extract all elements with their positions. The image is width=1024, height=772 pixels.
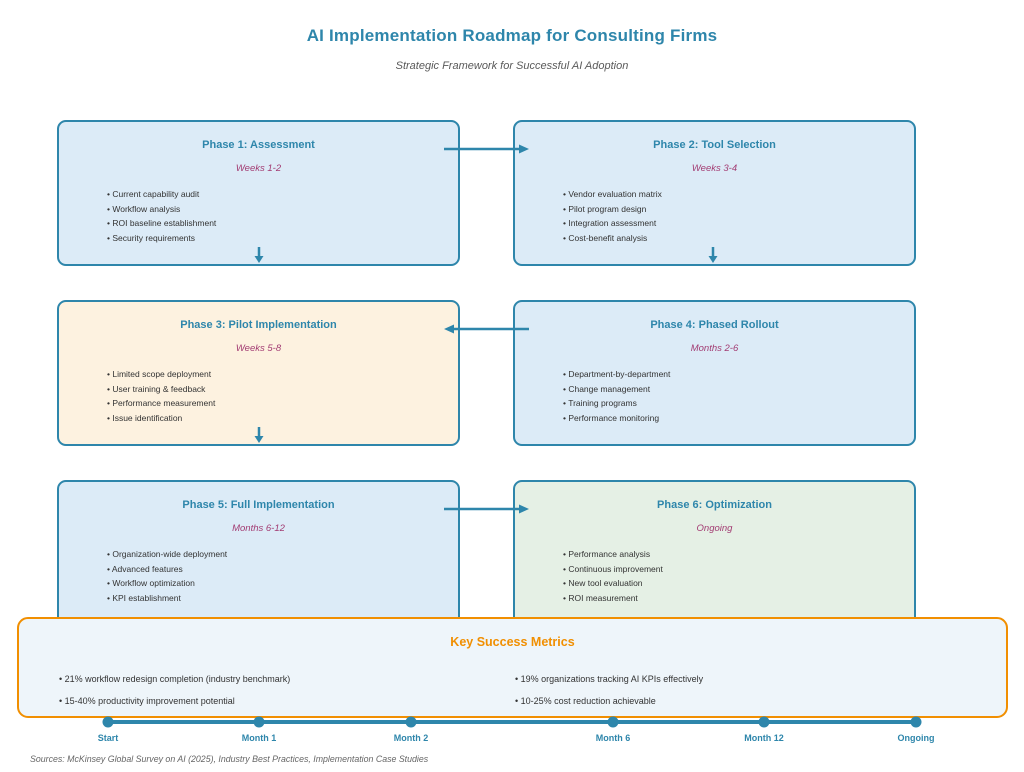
timeline [102, 716, 922, 728]
timeline-label: Month 12 [744, 733, 784, 743]
timeline-dot [758, 716, 770, 728]
phase-item: Advanced features [107, 562, 458, 577]
phase-item-list: Limited scope deployment User training &… [59, 367, 458, 425]
metric-item: 15-40% productivity improvement potentia… [59, 691, 290, 713]
metric-item: 19% organizations tracking AI KPIs effec… [515, 669, 703, 691]
timeline-dot [102, 716, 114, 728]
phase-title: Phase 6: Optimization [657, 499, 772, 511]
phase-item: Issue identification [107, 411, 458, 426]
key-metrics-title: Key Success Metrics [450, 635, 575, 649]
phase-item: Security requirements [107, 231, 458, 246]
phase-title: Phase 4: Phased Rollout [650, 319, 779, 331]
phase-title: Phase 1: Assessment [202, 139, 315, 151]
phase-5-box: Phase 5: Full Implementation Months 6-12… [57, 480, 460, 626]
phase-title: Phase 2: Tool Selection [653, 139, 776, 151]
page-subtitle: Strategic Framework for Successful AI Ad… [395, 60, 629, 72]
phase-1-box: Phase 1: Assessment Weeks 1-2 Current ca… [57, 120, 460, 266]
phase-item-list: Vendor evaluation matrix Pilot program d… [515, 187, 914, 245]
phase-item: Cost-benefit analysis [563, 231, 914, 246]
phase-item: Pilot program design [563, 202, 914, 217]
phase-item: Organization-wide deployment [107, 547, 458, 562]
phase-item: Vendor evaluation matrix [563, 187, 914, 202]
timeline-label: Month 2 [393, 733, 429, 743]
phase-item: New tool evaluation [563, 576, 914, 591]
phase-duration: Weeks 3-4 [691, 163, 738, 174]
phase-item: Training programs [563, 396, 914, 411]
phase-duration: Months 2-6 [690, 343, 739, 354]
timeline-label: Ongoing [897, 733, 935, 743]
phase-6-box: Phase 6: Optimization Ongoing Performanc… [513, 480, 916, 626]
phase-2-box: Phase 2: Tool Selection Weeks 3-4 Vendor… [513, 120, 916, 266]
phase-item: Continuous improvement [563, 562, 914, 577]
timeline-label: Month 6 [595, 733, 631, 743]
timeline-dot [253, 716, 265, 728]
phase-item: Limited scope deployment [107, 367, 458, 382]
key-metrics-box: Key Success Metrics 21% workflow redesig… [17, 617, 1008, 718]
timeline-dot [607, 716, 619, 728]
metric-item: 21% workflow redesign completion (indust… [59, 669, 291, 691]
phase-duration: Weeks 1-2 [235, 163, 282, 174]
metric-item: 10-25% cost reduction achievable [515, 691, 703, 713]
phase-item: Workflow optimization [107, 576, 458, 591]
metrics-left-column: 21% workflow redesign completion (indust… [59, 669, 291, 713]
timeline-dot [405, 716, 417, 728]
phase-title: Phase 3: Pilot Implementation [180, 319, 337, 331]
phase-duration: Weeks 5-8 [235, 343, 282, 354]
phase-item: Change management [563, 382, 914, 397]
phase-item: KPI establishment [107, 591, 458, 606]
phase-item: Integration assessment [563, 216, 914, 231]
phase-item-list: Organization-wide deployment Advanced fe… [59, 547, 458, 605]
phase-duration: Ongoing [696, 523, 733, 534]
timeline-label: Start [97, 733, 119, 743]
phase-item: Department-by-department [563, 367, 914, 382]
phase-item: Performance measurement [107, 396, 458, 411]
phase-item: User training & feedback [107, 382, 458, 397]
phase-item-list: Department-by-department Change manageme… [515, 367, 914, 425]
metrics-right-column: 19% organizations tracking AI KPIs effec… [515, 669, 703, 712]
phase-title: Phase 5: Full Implementation [182, 499, 335, 511]
sources-note: Sources: McKinsey Global Survey on AI (2… [30, 754, 429, 764]
phase-item: ROI baseline establishment [107, 216, 458, 231]
phase-3-box: Phase 3: Pilot Implementation Weeks 5-8 … [57, 300, 460, 446]
timeline-dot [910, 716, 922, 728]
phase-item: Workflow analysis [107, 202, 458, 217]
phase-item: ROI measurement [563, 591, 914, 606]
phase-4-box: Phase 4: Phased Rollout Months 2-6 Depar… [513, 300, 916, 446]
phase-item-list: Performance analysis Continuous improvem… [515, 547, 914, 605]
phase-item: Current capability audit [107, 187, 458, 202]
phase-item: Performance monitoring [563, 411, 914, 426]
phase-duration: Months 6-12 [232, 523, 285, 534]
phase-item-list: Current capability audit Workflow analys… [59, 187, 458, 245]
page-title: AI Implementation Roadmap for Consulting… [306, 26, 718, 45]
phase-item: Performance analysis [563, 547, 914, 562]
timeline-label: Month 1 [241, 733, 277, 743]
